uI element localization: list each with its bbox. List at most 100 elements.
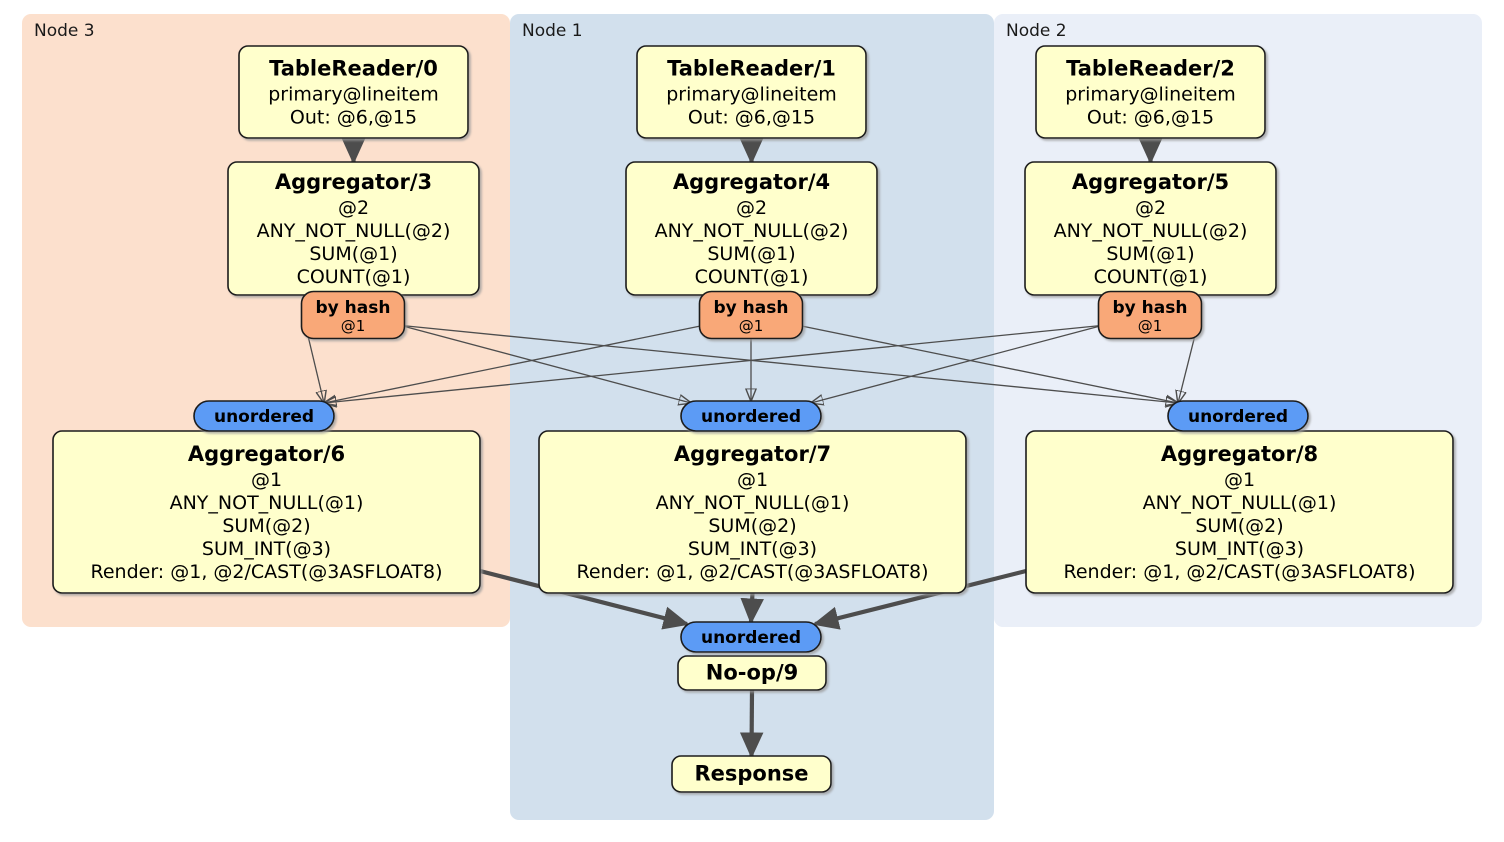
- processor-aggregator-5[interactable]: Aggregator/5@2ANY_NOT_NULL(@2)SUM(@1)COU…: [1024, 161, 1277, 296]
- processor-title: Response: [694, 762, 808, 786]
- processor-detail-line: Render: @1, @2/CAST(@3ASFLOAT8): [1064, 561, 1416, 583]
- edge-by-hash-4-to-unordered-left: [324, 324, 704, 403]
- router-sublabel: @1: [341, 317, 366, 335]
- router-by-hash-4[interactable]: by hash@1: [698, 290, 804, 340]
- processor-detail-line: primary@lineitem: [666, 84, 837, 106]
- processor-detail-line: @2: [338, 197, 369, 219]
- processor-detail-line: SUM(@2): [1195, 515, 1283, 537]
- synchronizer-unordered-left[interactable]: unordered: [193, 400, 335, 432]
- processor-title: Aggregator/3: [275, 170, 432, 194]
- region-label: Node 2: [1006, 21, 1067, 41]
- processor-aggregator-6[interactable]: Aggregator/6 @1ANY_NOT_NULL(@1)SUM(@2)SUM…: [52, 430, 481, 594]
- processor-title: Aggregator/6: [188, 442, 345, 466]
- processor-aggregator-7[interactable]: Aggregator/7 @1ANY_NOT_NULL(@1)SUM(@2)SUM…: [538, 430, 967, 594]
- processor-box[interactable]: [1035, 45, 1266, 139]
- synchronizer-label: unordered: [214, 407, 314, 427]
- edges-layer: [304, 138, 1199, 759]
- processor-detail-line: ANY_NOT_NULL(@2): [1054, 220, 1248, 242]
- processor-detail-line: ANY_NOT_NULL(@1): [1143, 492, 1337, 514]
- processor-detail-line: SUM(@1): [707, 243, 795, 265]
- processor-noop-9[interactable]: No-op/9: [677, 655, 827, 691]
- router-label: by hash: [1113, 298, 1188, 318]
- edge-by-hash-3-to-unordered-right: [400, 324, 1179, 403]
- router-pill[interactable]: [1097, 290, 1203, 340]
- synchronizer-unordered-final[interactable]: unordered: [680, 621, 822, 653]
- processor-aggregator-8[interactable]: Aggregator/8 @1ANY_NOT_NULL(@1)SUM(@2)SUM…: [1025, 430, 1454, 594]
- edge-aggregator-7-to-unordered-final: [740, 592, 764, 625]
- edge-noop-9-to-response: [739, 689, 764, 759]
- processor-detail-line: SUM_INT(@3): [1175, 538, 1304, 560]
- router-pill[interactable]: [300, 290, 406, 340]
- router-pill[interactable]: [698, 290, 804, 340]
- processor-detail-line: Out: @6,@15: [688, 107, 815, 129]
- processor-detail-line: ANY_NOT_NULL(@2): [655, 220, 849, 242]
- processor-box[interactable]: [238, 45, 469, 139]
- edge-by-hash-3-to-unordered-center: [400, 324, 692, 403]
- processor-detail-line: SUM(@2): [222, 515, 310, 537]
- processor-detail-line: @1: [251, 469, 282, 491]
- router-label: by hash: [316, 298, 391, 318]
- processor-response[interactable]: Response: [671, 755, 832, 793]
- processor-detail-line: SUM(@1): [1106, 243, 1194, 265]
- processor-detail-line: @1: [1224, 469, 1255, 491]
- synchronizer-pill[interactable]: [1167, 400, 1309, 432]
- processor-aggregator-3[interactable]: Aggregator/3 @2ANY_NOT_NULL(@2)SUM(@1)COU…: [227, 161, 480, 296]
- synchronizer-pill[interactable]: [680, 400, 822, 432]
- processor-detail-line: ANY_NOT_NULL(@1): [170, 492, 364, 514]
- edge-by-hash-5-to-unordered-center: [811, 324, 1103, 403]
- processor-detail-line: primary@lineitem: [268, 84, 439, 106]
- router-sublabel: @1: [1138, 317, 1163, 335]
- processor-title: No-op/9: [706, 661, 798, 685]
- processor-title: Aggregator/5: [1072, 170, 1229, 194]
- processor-box[interactable]: [677, 655, 827, 691]
- synchronizer-label: unordered: [701, 628, 801, 648]
- edge-aggregator-8-to-unordered-final: [812, 568, 1027, 630]
- processor-title: TableReader/2: [1066, 57, 1235, 81]
- edge-by-hash-4-to-unordered-right: [798, 324, 1179, 403]
- processor-detail-line: Out: @6,@15: [290, 107, 417, 129]
- processor-aggregator-4[interactable]: Aggregator/4 @2ANY_NOT_NULL(@2)SUM(@1)COU…: [625, 161, 878, 296]
- router-by-hash-5[interactable]: by hash@1: [1097, 290, 1203, 340]
- router-label: by hash: [714, 298, 789, 318]
- processor-title: TableReader/0: [269, 57, 438, 81]
- processor-detail-line: SUM(@1): [309, 243, 397, 265]
- processor-detail-line: ANY_NOT_NULL(@1): [656, 492, 850, 514]
- processor-title: Aggregator/8: [1161, 442, 1318, 466]
- processor-detail-line: primary@lineitem: [1065, 84, 1236, 106]
- processor-detail-line: SUM(@2): [708, 515, 796, 537]
- processor-detail-line: @1: [737, 469, 768, 491]
- router-sublabel: @1: [739, 317, 764, 335]
- synchronizer-pill[interactable]: [193, 400, 335, 432]
- processor-detail-line: Render: @1, @2/CAST(@3ASFLOAT8): [91, 561, 443, 583]
- processor-detail-line: Render: @1, @2/CAST(@3ASFLOAT8): [577, 561, 929, 583]
- synchronizer-unordered-center[interactable]: unordered: [680, 400, 822, 432]
- processor-detail-line: @2: [736, 197, 767, 219]
- processor-detail-line: COUNT(@1): [695, 266, 809, 288]
- synchronizer-label: unordered: [701, 407, 801, 427]
- router-by-hash-3[interactable]: by hash@1: [300, 290, 406, 340]
- region-label: Node 3: [34, 21, 95, 41]
- region-label: Node 1: [522, 21, 583, 41]
- processor-detail-line: ANY_NOT_NULL(@2): [257, 220, 451, 242]
- processor-detail-line: COUNT(@1): [297, 266, 411, 288]
- processor-detail-line: SUM_INT(@3): [202, 538, 331, 560]
- edge-by-hash-5-to-unordered-left: [324, 324, 1103, 403]
- processor-detail-line: SUM_INT(@3): [688, 538, 817, 560]
- processor-title: Aggregator/7: [674, 442, 831, 466]
- synchronizer-pill[interactable]: [680, 621, 822, 653]
- processor-title: TableReader/1: [667, 57, 836, 81]
- processor-box[interactable]: [671, 755, 832, 793]
- processor-title: Aggregator/4: [673, 170, 830, 194]
- synchronizer-unordered-right[interactable]: unordered: [1167, 400, 1309, 432]
- edge-aggregator-6-to-unordered-final: [479, 568, 690, 630]
- processor-detail-line: COUNT(@1): [1094, 266, 1208, 288]
- processor-detail-line: Out: @6,@15: [1087, 107, 1214, 129]
- synchronizer-label: unordered: [1188, 407, 1288, 427]
- processor-box[interactable]: [636, 45, 867, 139]
